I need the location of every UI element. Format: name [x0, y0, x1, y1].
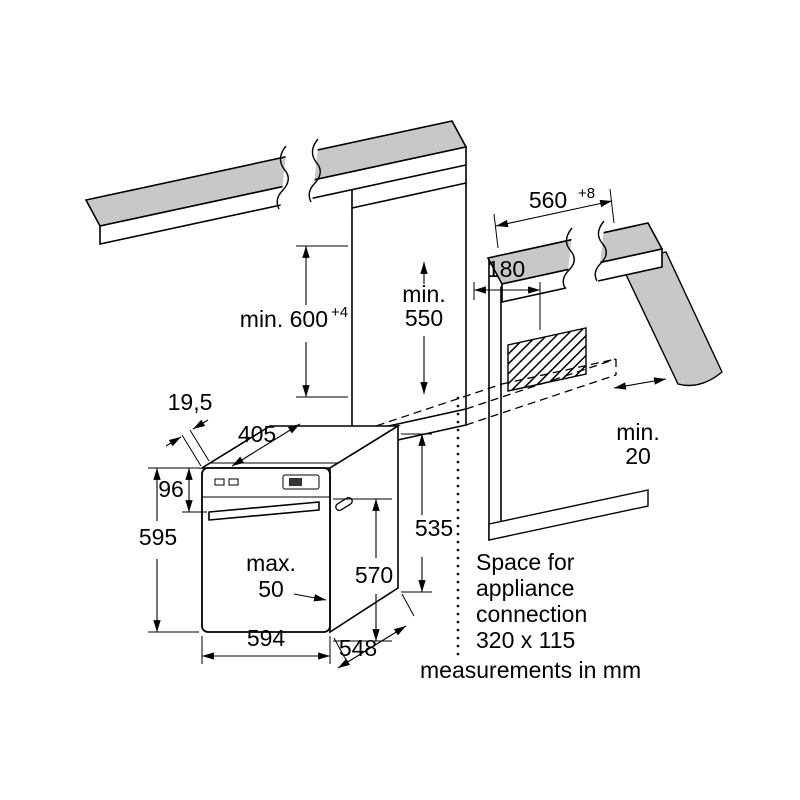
dim-oven-depth-label: 548	[339, 635, 377, 661]
dim-connection-distance: 180	[473, 256, 541, 330]
dim-front-height-label: 570	[355, 562, 393, 588]
dim-panel-height-label: 96	[158, 476, 184, 502]
dim-top-edge-inset: 19,5	[165, 389, 213, 467]
dim-top-edge-inset-label: 19,5	[168, 389, 213, 415]
dim-door-protrusion-max: max.	[246, 550, 296, 576]
dim-body-height-label: 535	[415, 515, 453, 541]
dim-oven-height-label: 595	[139, 524, 177, 550]
dim-rear-gap-value: 20	[625, 443, 651, 469]
countertop-left	[84, 120, 468, 245]
oven-display	[282, 474, 320, 490]
dim-front-height: 570	[333, 498, 393, 642]
oven	[199, 424, 401, 634]
wall-section	[618, 251, 723, 387]
dim-niche-width-tolerance: +8	[578, 185, 595, 202]
control-button-1	[214, 478, 225, 486]
dim-rear-gap-min: min.	[616, 419, 659, 445]
dim-niche-height: min. 600 +4	[240, 245, 348, 398]
dim-niche-width: 560 +8	[493, 185, 615, 249]
dim-door-protrusion-value: 50	[258, 576, 284, 602]
dim-connection-distance-label: 180	[487, 256, 525, 282]
wall-broken-strip	[618, 251, 723, 387]
dim-panel-height: 96	[158, 467, 207, 513]
cabinet-side-panel	[488, 259, 649, 541]
dim-rear-gap: min. 20	[613, 377, 667, 469]
dim-oven-width: 594	[201, 625, 331, 664]
dim-top-depth: 405	[231, 421, 301, 467]
dim-niche-depth-min: min.	[402, 281, 445, 307]
break-wave-left	[276, 145, 289, 210]
connection-space-hatch	[507, 327, 587, 392]
connection-note: Space for appliance connection 320 x 115	[476, 549, 587, 653]
connection-note-line3: connection	[476, 601, 587, 627]
dim-niche-width-label: 560	[529, 187, 567, 213]
break-wave-left-2	[562, 227, 575, 289]
dim-top-depth-label: 405	[238, 421, 276, 447]
units-footer: measurements in mm	[420, 657, 641, 683]
niche-top-edge	[351, 182, 467, 209]
break-wave-right-2	[594, 220, 607, 282]
dim-oven-width-label: 594	[247, 625, 286, 651]
plinth	[488, 489, 649, 541]
control-button-2	[228, 478, 239, 486]
connection-note-line1: Space for	[476, 549, 575, 575]
hidden-floor-bottom-right	[465, 374, 617, 426]
oven-door-handle	[208, 501, 320, 521]
dim-niche-depth-value: 550	[405, 305, 443, 331]
connection-note-line4: 320 x 115	[476, 627, 575, 653]
break-wave-right	[308, 138, 321, 203]
connection-space-area	[507, 327, 587, 392]
dim-oven-height: 595	[139, 467, 199, 633]
dim-door-protrusion: max. 50	[246, 550, 327, 602]
dim-oven-depth: 548	[333, 593, 415, 669]
dim-niche-depth: min. 550	[402, 262, 446, 394]
dim-body-height: 535	[401, 433, 453, 593]
dim-niche-height-tolerance: +4	[331, 304, 348, 321]
dim-niche-height-label: min. 600	[240, 306, 328, 332]
countertop-right	[486, 219, 664, 303]
oven-display-screen	[289, 478, 302, 486]
connection-note-line2: appliance	[476, 575, 574, 601]
